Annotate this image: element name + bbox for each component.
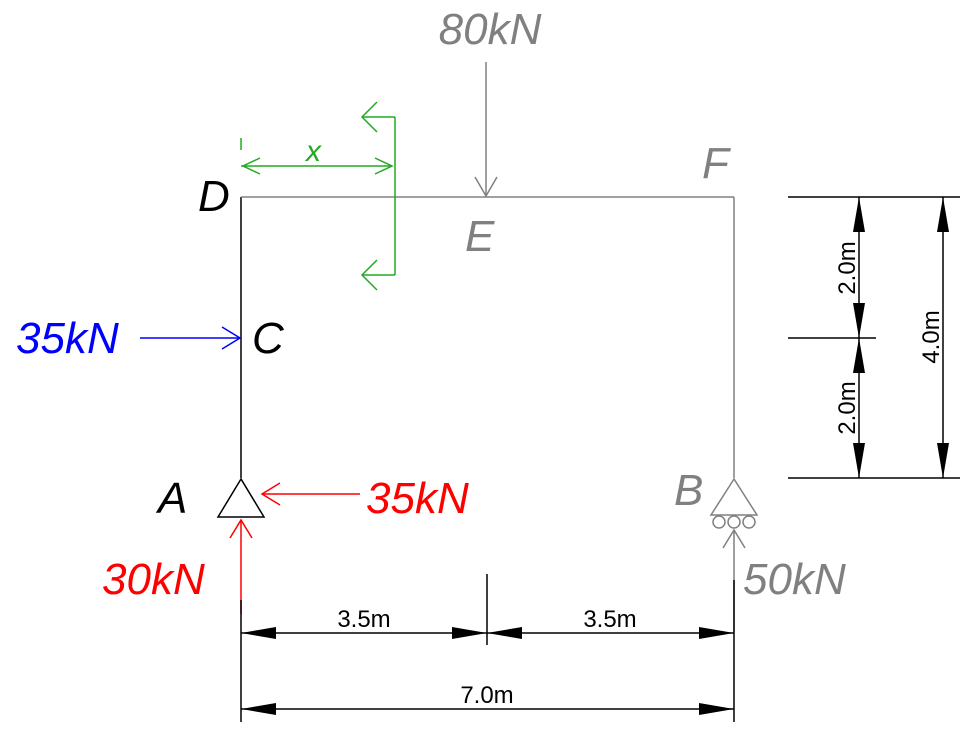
node-label-a: A xyxy=(155,474,187,523)
node-label-b: B xyxy=(674,466,703,515)
label-top-load: 80kN xyxy=(439,5,542,54)
reaction-vertical-a-arrow xyxy=(229,518,253,614)
section-cut xyxy=(240,101,396,291)
node-label-d: D xyxy=(198,172,230,221)
label-reaction-ax: 35kN xyxy=(366,474,469,523)
label-section-x: x xyxy=(304,135,322,168)
dim-height-upper: 2.0m xyxy=(834,241,861,294)
dim-height-lower: 2.0m xyxy=(834,381,861,434)
horizontal-dimensions xyxy=(240,574,735,722)
dim-span-total: 7.0m xyxy=(460,682,513,709)
dim-height-total: 4.0m xyxy=(918,310,945,363)
pin-support-a xyxy=(216,477,266,518)
vertical-dimensions xyxy=(788,196,960,479)
dim-span-left: 3.5m xyxy=(337,606,390,633)
node-label-f: F xyxy=(702,139,731,188)
node-label-c: C xyxy=(252,314,285,363)
frame xyxy=(240,196,735,478)
node-label-e: E xyxy=(465,212,495,261)
label-reaction-ay: 30kN xyxy=(102,555,205,604)
roller-support-b xyxy=(709,477,759,529)
load-80kn-arrow xyxy=(474,62,498,198)
label-applied-35kn: 35kN xyxy=(16,314,119,363)
load-35kn-c-arrow xyxy=(140,326,242,350)
reaction-horizontal-a-arrow xyxy=(260,482,360,506)
label-reaction-by: 50kN xyxy=(743,555,846,604)
dim-span-right: 3.5m xyxy=(583,606,636,633)
